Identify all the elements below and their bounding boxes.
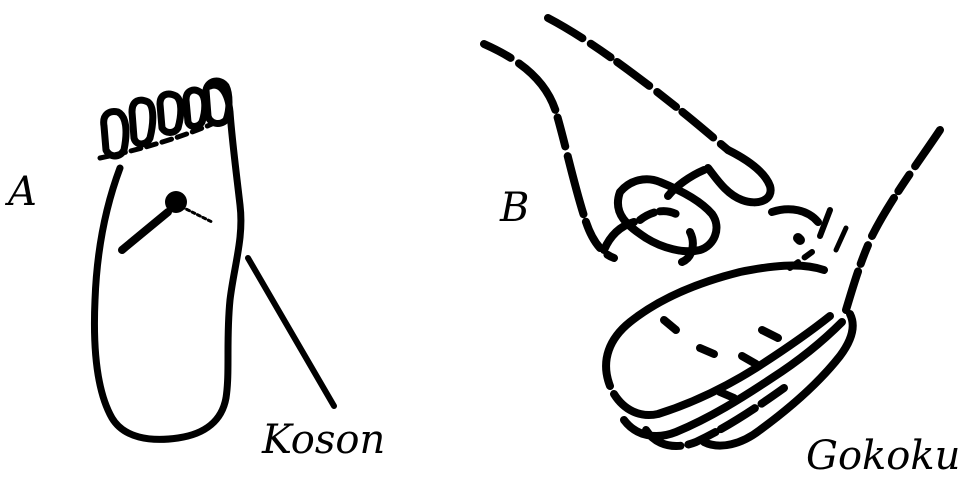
panel-b-label: B — [500, 185, 530, 231]
koson-point-marker — [165, 191, 187, 213]
gokoku-point-label: Gokoku — [806, 433, 961, 479]
panel-a-label: A — [8, 169, 37, 215]
foot-sole-icon — [90, 77, 245, 443]
koson-leader-line — [245, 255, 337, 409]
koson-point-label: Koson — [262, 417, 386, 463]
hands-pressing-icon — [480, 14, 944, 450]
